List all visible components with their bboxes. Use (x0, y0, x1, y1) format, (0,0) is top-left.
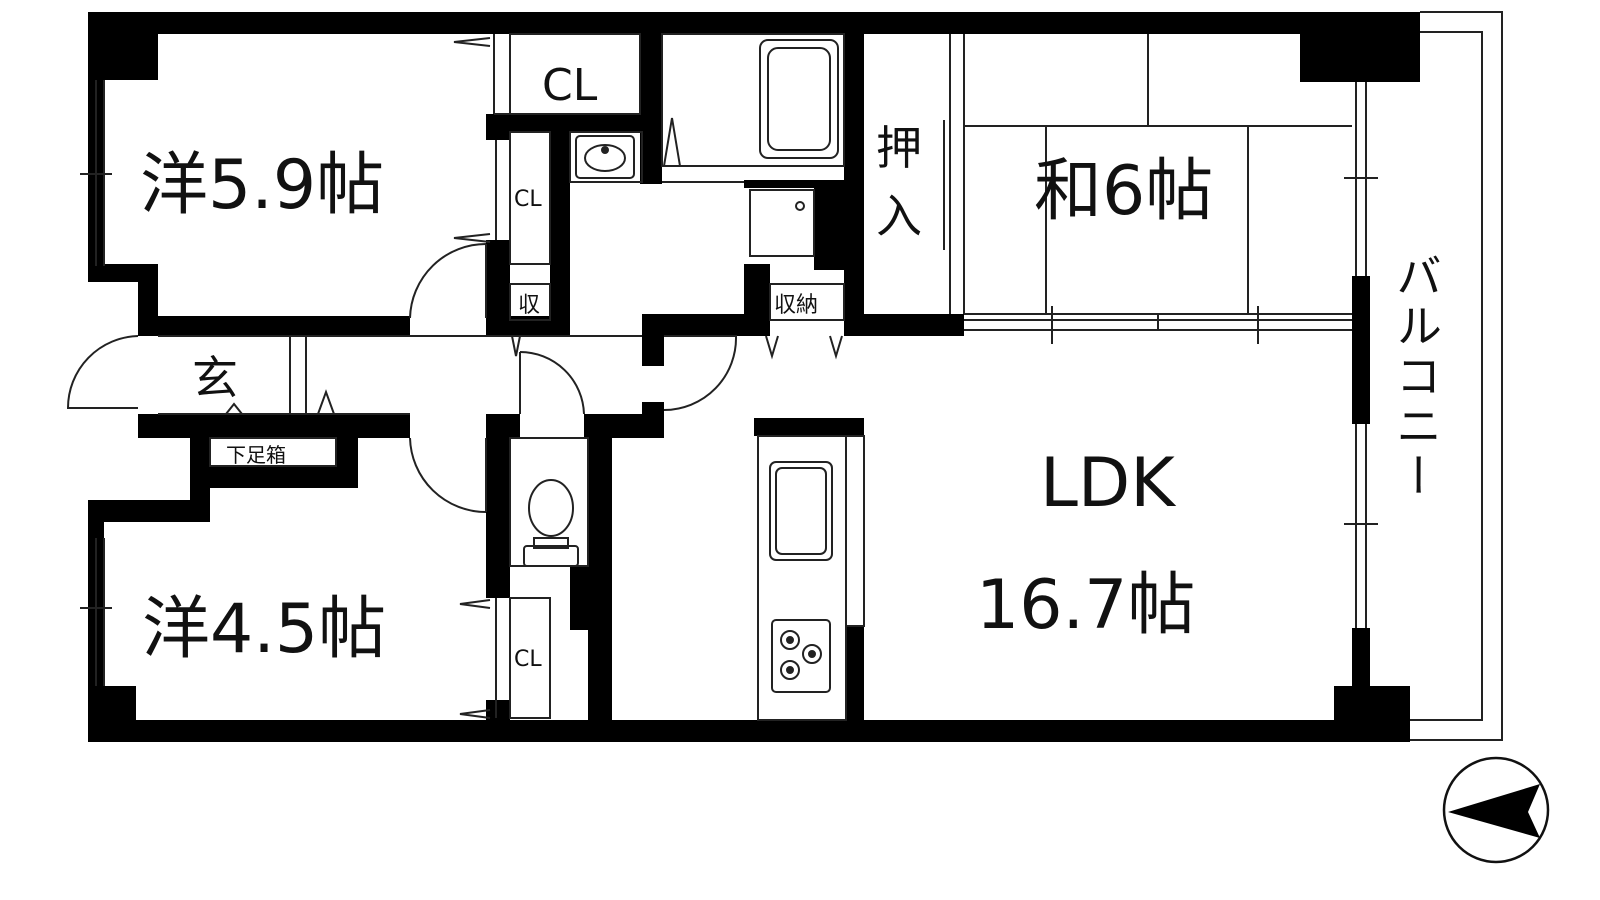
wall-hall-v (642, 336, 664, 366)
wall-hall-top (642, 314, 770, 336)
wall-cl-h (486, 114, 656, 132)
closet-lower-side-label: CL (514, 647, 542, 672)
balcony-label: バルコニー (1389, 252, 1443, 502)
closet-top-label: CL (542, 60, 598, 111)
stove-icon (771, 619, 831, 693)
oshiire-label-2: 入 (876, 189, 922, 243)
walls (88, 12, 1420, 742)
wall-shoebox-bottom (190, 466, 358, 488)
washbasin-icon (575, 135, 635, 179)
toilet-icon (523, 479, 579, 567)
room-western-lower-label: 洋4.5帖 (142, 590, 386, 669)
shoe-box-label: 下足箱 (226, 443, 286, 467)
corner-top-left (88, 12, 158, 80)
room-japanese-label: 和6帖 (1034, 152, 1213, 231)
bathtub-icon (759, 39, 839, 159)
corner-bottom-left (88, 686, 136, 742)
wall-bottom (88, 720, 1410, 742)
wall-room2-right (486, 588, 510, 598)
room-western-upper-label: 洋5.9帖 (140, 146, 384, 225)
corner-bottom-right (1334, 686, 1410, 742)
wall-top (88, 12, 1420, 34)
wall-corr-bot-1 (138, 414, 410, 438)
small-storage-label: 収 (518, 293, 540, 318)
wall-room2-right2 (486, 700, 510, 720)
wall-bath-left (640, 34, 662, 184)
wall-room1-bottom (138, 316, 410, 336)
wall-toilet-left (486, 414, 510, 588)
wall-kitchen-right (846, 626, 864, 722)
storage-label: 収納 (774, 293, 818, 318)
partitions (80, 11, 1503, 741)
sink-icon (769, 461, 833, 561)
entrance-label: 玄 (192, 351, 238, 405)
wall-washroom-right (814, 180, 864, 270)
wall-wa-bottom (864, 314, 964, 336)
room-ldk-name-label: LDK (1040, 444, 1177, 523)
oshiire-label-1: 押 (876, 121, 922, 175)
wall-hall-v2 (642, 402, 664, 438)
wall-entrance-low-h (88, 500, 210, 522)
closet-upper-side-label: CL (514, 187, 542, 212)
wall-washer-top (744, 180, 864, 188)
doors (66, 37, 843, 719)
wall-cl-v3 (550, 118, 570, 336)
washer-icon (749, 189, 815, 257)
wall-cl-v2 (486, 240, 510, 336)
wall-right-lower (1352, 628, 1370, 688)
corner-top-right (1300, 12, 1420, 82)
room-ldk-size-label: 16.7帖 (976, 566, 1195, 645)
wall-right-upper (1352, 276, 1370, 424)
compass-icon (1442, 756, 1550, 864)
wall-kitchen-top (754, 418, 864, 436)
wall-toilet-inner (570, 566, 592, 630)
